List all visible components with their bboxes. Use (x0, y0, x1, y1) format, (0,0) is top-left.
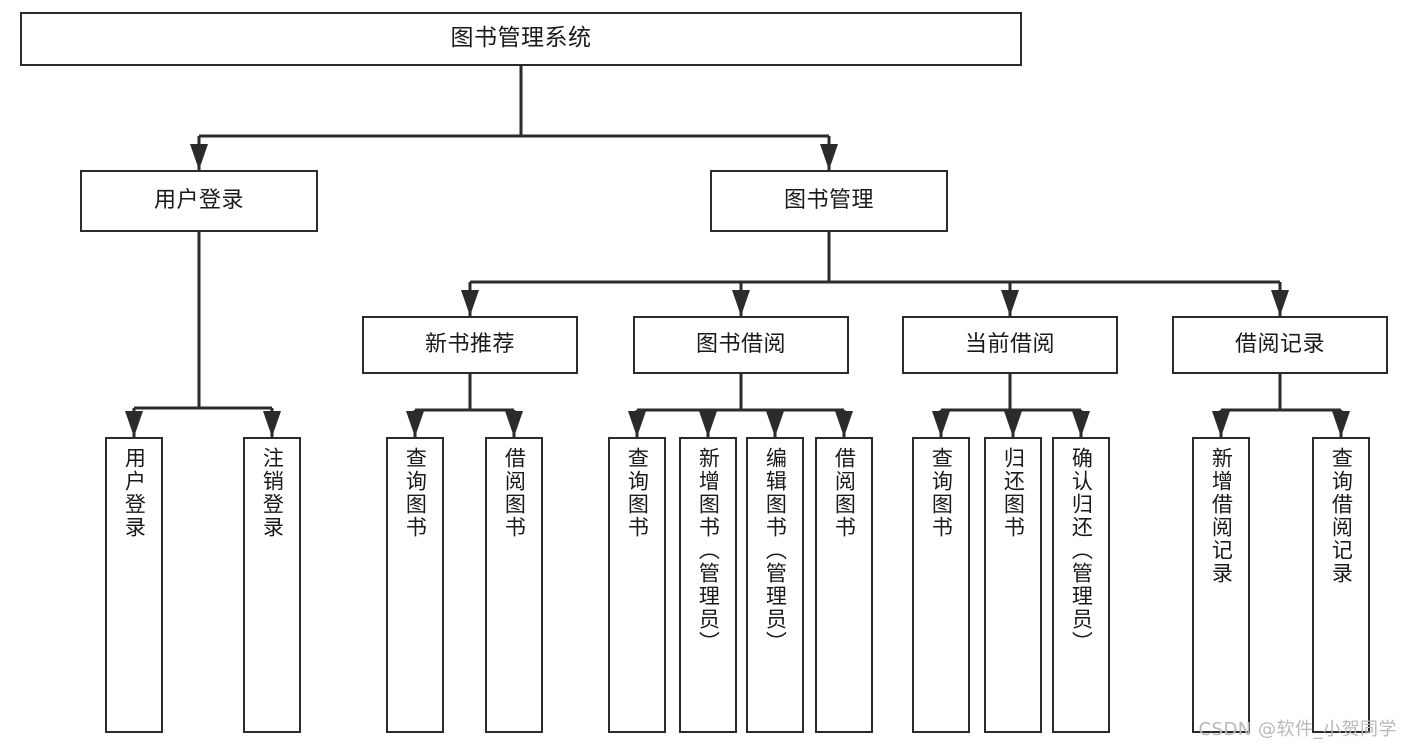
node-label: 借阅图书 (502, 447, 527, 539)
edge-arrowhead-icon (1271, 290, 1289, 316)
node-label: 编辑图书（管理员） (763, 447, 788, 654)
node-label: 新书推荐 (424, 332, 515, 358)
node-label: 图书管理 (783, 188, 874, 214)
node-l2-manage[interactable]: 图书管理 (710, 170, 948, 232)
node-label: 注销登录 (260, 447, 285, 539)
node-l3-record[interactable]: 借阅记录 (1172, 316, 1388, 374)
edge-arrowhead-icon (406, 411, 424, 437)
node-label: 查询借阅记录 (1329, 447, 1354, 585)
node-l2-login[interactable]: 用户登录 (80, 170, 318, 232)
edge-arrowhead-icon (125, 411, 143, 437)
edge-arrowhead-icon (820, 144, 838, 170)
node-label: 查询图书 (403, 447, 428, 539)
node-label: 图书借阅 (695, 332, 786, 358)
edge-arrowhead-icon (628, 411, 646, 437)
edge-arrowhead-icon (732, 290, 750, 316)
watermark: CSDN @软件_小贺同学 (1198, 719, 1397, 740)
node-leaf-user-logout[interactable]: 注销登录 (243, 437, 301, 733)
node-leaf-new-query[interactable]: 查询图书 (386, 437, 444, 733)
node-label: 用户登录 (122, 447, 147, 539)
node-l3-current[interactable]: 当前借阅 (902, 316, 1118, 374)
node-label: 查询图书 (929, 447, 954, 539)
node-leaf-user-login[interactable]: 用户登录 (105, 437, 163, 733)
node-label: 当前借阅 (964, 332, 1055, 358)
edge-arrowhead-icon (1001, 290, 1019, 316)
node-l3-borrow[interactable]: 图书借阅 (633, 316, 849, 374)
node-label: 新增借阅记录 (1209, 447, 1234, 585)
node-label: 借阅图书 (832, 447, 857, 539)
node-leaf-bk-edit[interactable]: 编辑图书（管理员） (746, 437, 804, 733)
node-leaf-cur-confirm[interactable]: 确认归还（管理员） (1052, 437, 1110, 733)
edge-arrowhead-icon (1004, 411, 1022, 437)
node-leaf-bk-borrow[interactable]: 借阅图书 (815, 437, 873, 733)
node-leaf-cur-return[interactable]: 归还图书 (984, 437, 1042, 733)
edge-arrowhead-icon (263, 411, 281, 437)
node-label: 用户登录 (153, 188, 244, 214)
node-label: 新增图书（管理员） (696, 447, 721, 654)
edge-arrowhead-icon (766, 411, 784, 437)
edge-arrowhead-icon (505, 411, 523, 437)
node-leaf-new-borrow[interactable]: 借阅图书 (485, 437, 543, 733)
node-root[interactable]: 图书管理系统 (20, 12, 1022, 66)
node-label: 确认归还（管理员） (1069, 447, 1094, 654)
node-label: 归还图书 (1001, 447, 1026, 539)
edge-arrowhead-icon (1072, 411, 1090, 437)
node-leaf-cur-query[interactable]: 查询图书 (912, 437, 970, 733)
edge-arrowhead-icon (461, 290, 479, 316)
node-leaf-bk-query[interactable]: 查询图书 (608, 437, 666, 733)
edge-arrowhead-icon (190, 144, 208, 170)
node-leaf-rec-query[interactable]: 查询借阅记录 (1312, 437, 1370, 733)
node-label: 图书管理系统 (450, 25, 592, 52)
edge-arrowhead-icon (1332, 411, 1350, 437)
edge-arrowhead-icon (835, 411, 853, 437)
node-leaf-rec-add[interactable]: 新增借阅记录 (1192, 437, 1250, 733)
node-label: 借阅记录 (1234, 332, 1325, 358)
edge-arrowhead-icon (932, 411, 950, 437)
edge-arrowhead-icon (699, 411, 717, 437)
node-label: 查询图书 (625, 447, 650, 539)
node-leaf-bk-add[interactable]: 新增图书（管理员） (679, 437, 737, 733)
node-l3-new[interactable]: 新书推荐 (362, 316, 578, 374)
edge-arrowhead-icon (1212, 411, 1230, 437)
